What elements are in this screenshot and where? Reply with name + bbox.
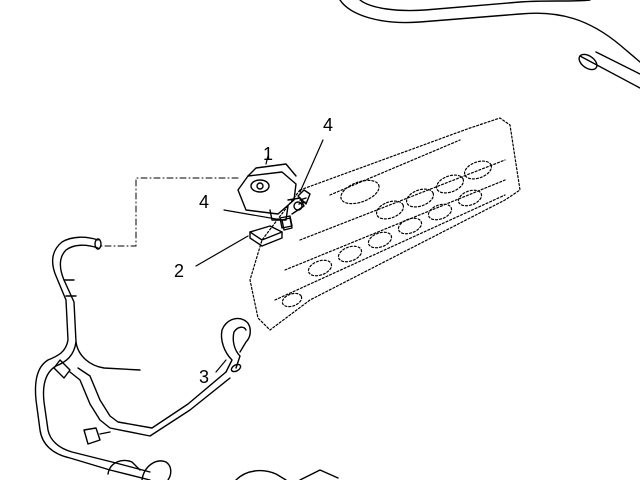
intake-manifold [249, 117, 521, 331]
callout-1: 1 [263, 144, 273, 164]
vacuum-hose [220, 317, 251, 373]
callout-3: 3 [199, 367, 209, 387]
callout-4-left: 4 [199, 192, 209, 212]
leader-lines [195, 139, 324, 373]
upper-tube [339, 0, 640, 89]
callout-4-upper: 4 [323, 115, 333, 135]
branch-tube [53, 341, 231, 445]
lower-fittings [107, 459, 339, 480]
callout-2: 2 [174, 261, 184, 281]
fitting-bolts [281, 189, 311, 231]
gasket [249, 225, 283, 247]
left-hose [34, 236, 151, 480]
routing-line [99, 177, 239, 247]
